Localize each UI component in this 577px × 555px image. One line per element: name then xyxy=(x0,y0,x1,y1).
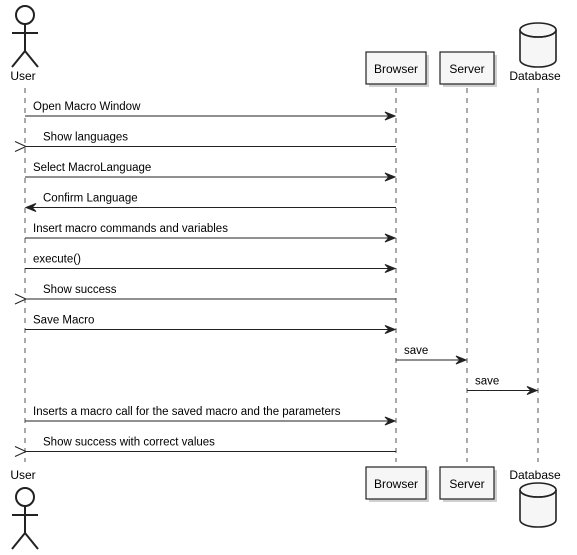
message-arrow: Show languages xyxy=(14,132,396,152)
message-label: Insert macro commands and variables xyxy=(33,223,228,235)
message-arrow: Inserts a macro call for the saved macro… xyxy=(25,406,397,426)
participant-label: Browser xyxy=(374,62,418,76)
participant-server-top: Server xyxy=(439,51,497,87)
participant-label: Browser xyxy=(374,477,418,491)
actor-user-bottom: User xyxy=(10,468,39,550)
message-label: save xyxy=(404,345,428,357)
message-arrow: Show success xyxy=(14,284,396,305)
open-arrowhead-icon xyxy=(14,141,28,152)
message-label: Select MacroLanguage xyxy=(33,162,151,174)
message-arrow: Confirm Language xyxy=(24,193,396,212)
message-arrow: Save Macro xyxy=(25,315,397,334)
filled-arrowhead-icon xyxy=(384,233,397,243)
message-label: Show success with correct values xyxy=(43,437,215,449)
message-label: Save Macro xyxy=(33,315,94,327)
database-label: Database xyxy=(509,468,561,482)
message-arrow: save xyxy=(396,345,468,365)
filled-arrowhead-icon xyxy=(455,355,468,365)
message-arrow: save xyxy=(467,376,539,395)
participant-server-bottom: Server xyxy=(439,466,497,502)
filled-arrowhead-icon xyxy=(526,386,539,395)
message-arrow: Show success with correct values xyxy=(14,437,396,457)
filled-arrowhead-icon xyxy=(384,416,397,426)
message-label: Confirm Language xyxy=(43,193,138,205)
filled-arrowhead-icon xyxy=(384,111,397,121)
message-arrow: execute() xyxy=(25,254,397,273)
actor-figure-icon xyxy=(11,5,39,68)
message-label: save xyxy=(475,376,499,388)
actor-figure-icon xyxy=(11,487,39,550)
message-arrow: Insert macro commands and variables xyxy=(25,223,397,243)
database-bottom: Database xyxy=(509,468,561,528)
database-label: Database xyxy=(509,69,561,83)
participant-label: Server xyxy=(449,62,484,76)
actor-label: User xyxy=(10,468,35,482)
message-label: Inserts a macro call for the saved macro… xyxy=(33,406,341,418)
participant-label: Server xyxy=(449,477,484,491)
filled-arrowhead-icon xyxy=(384,172,397,182)
actor-user-top: User xyxy=(10,5,39,83)
message-arrow: Select MacroLanguage xyxy=(25,162,397,182)
database-top: Database xyxy=(509,22,561,83)
filled-arrowhead-icon xyxy=(384,325,397,334)
participant-browser-top: Browser xyxy=(365,51,429,87)
message-label: Show success xyxy=(43,284,117,296)
message-label: execute() xyxy=(33,254,81,266)
database-cylinder-icon xyxy=(519,22,557,68)
filled-arrowhead-icon xyxy=(384,264,397,273)
open-arrowhead-icon xyxy=(14,446,28,457)
message-label: Open Macro Window xyxy=(33,101,141,113)
database-cylinder-icon xyxy=(519,482,557,528)
filled-arrowhead-icon xyxy=(24,203,37,212)
message-label: Show languages xyxy=(43,132,128,144)
actor-label: User xyxy=(10,69,35,83)
message-arrow: Open Macro Window xyxy=(25,101,397,121)
open-arrowhead-icon xyxy=(14,293,28,305)
participant-browser-bottom: Browser xyxy=(365,466,429,502)
